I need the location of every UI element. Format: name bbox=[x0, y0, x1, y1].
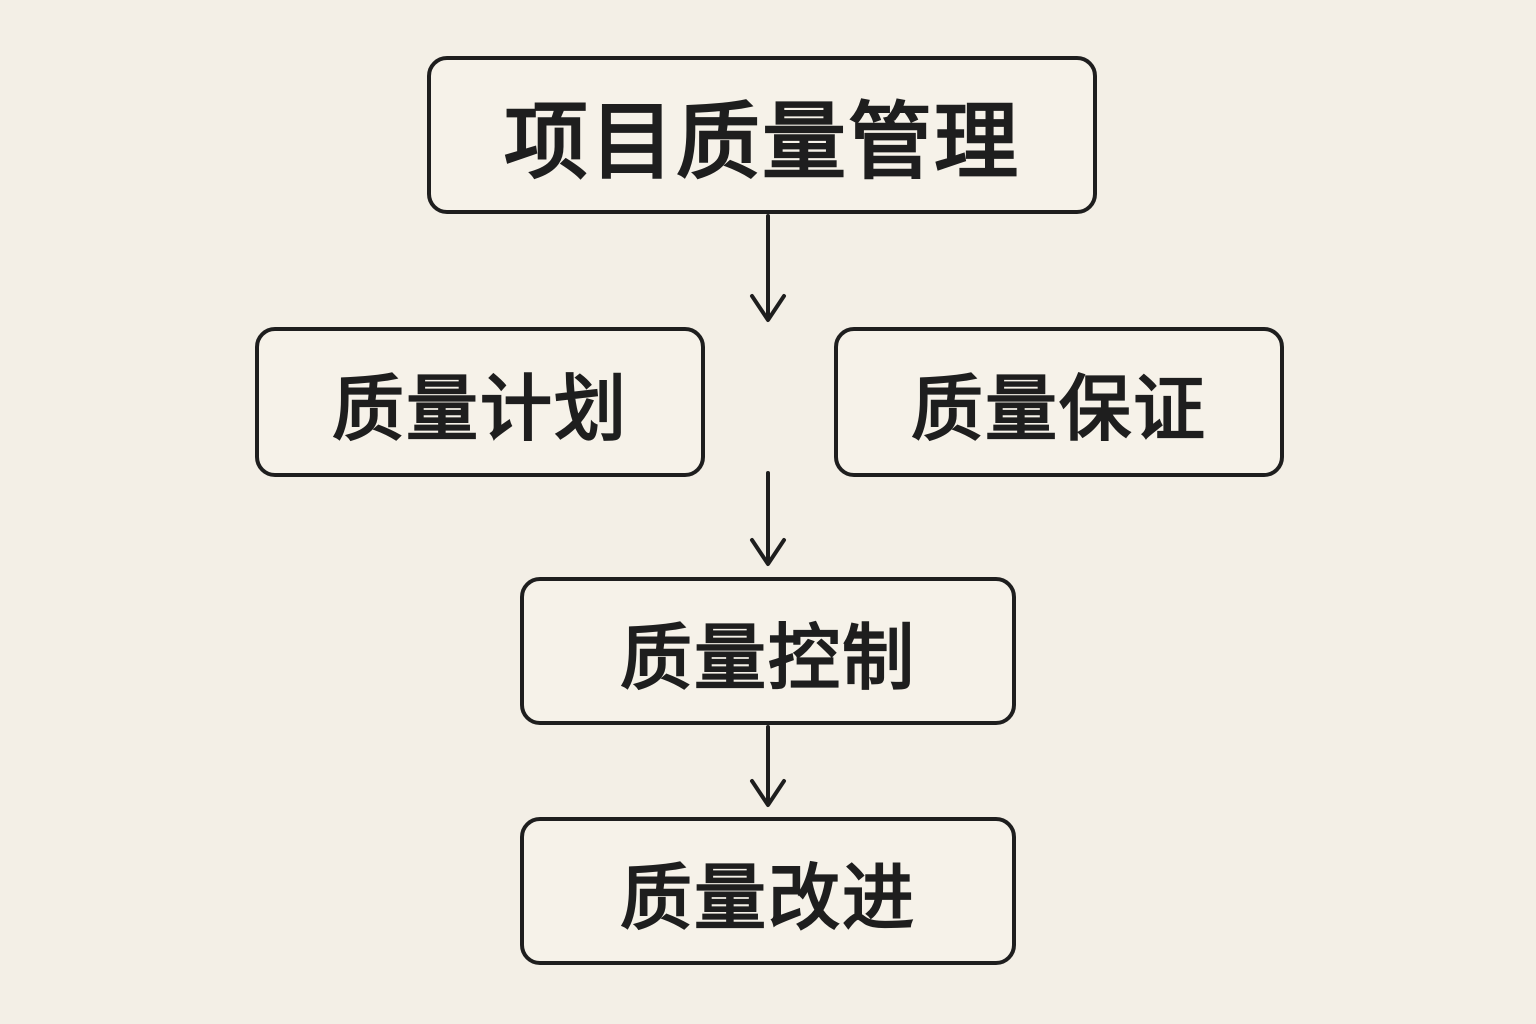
node-quality-improvement: 质量改进 bbox=[520, 817, 1016, 965]
arrow-root-to-level2 bbox=[750, 214, 786, 322]
node-quality-planning: 质量计划 bbox=[255, 327, 705, 477]
node-label: 项目质量管理 bbox=[503, 92, 1020, 191]
node-quality-assurance: 质量保证 bbox=[834, 327, 1284, 477]
arrow-level2-to-control bbox=[750, 471, 786, 566]
node-label: 质量保证 bbox=[910, 366, 1207, 451]
node-quality-control: 质量控制 bbox=[520, 577, 1016, 725]
node-project-quality-management: 项目质量管理 bbox=[427, 56, 1097, 214]
node-label: 质量改进 bbox=[619, 855, 916, 940]
arrow-control-to-improve bbox=[750, 725, 786, 807]
node-label: 质量计划 bbox=[331, 366, 628, 451]
node-label: 质量控制 bbox=[619, 615, 916, 700]
